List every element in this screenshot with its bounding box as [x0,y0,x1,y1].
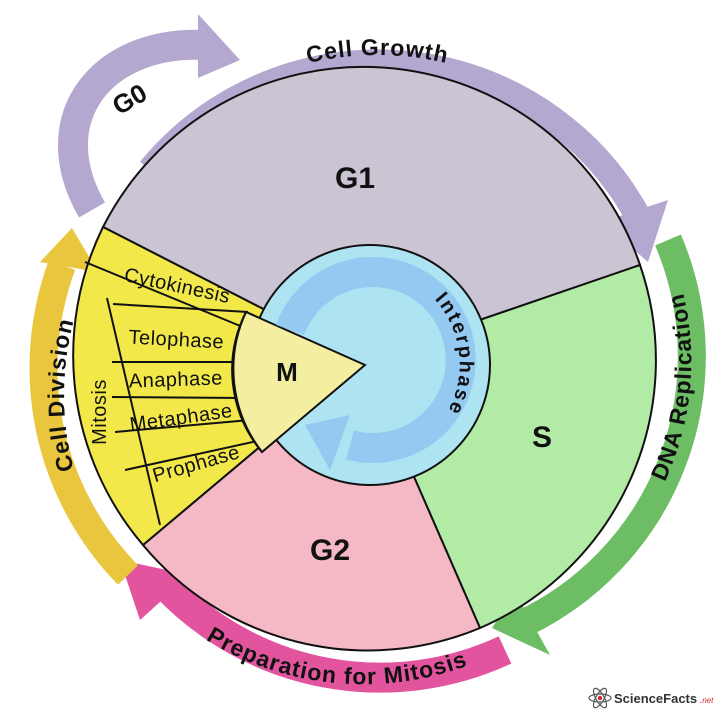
m-wedge-front [232,310,367,454]
g2-label: G2 [310,534,350,567]
sciencefacts-watermark: ScienceFacts .net [588,687,714,709]
m-label: M [276,357,298,387]
atom-logo-icon [588,687,612,709]
watermark-suffix: .net [700,696,714,705]
dna-replication-arrow-band [514,234,706,638]
cell-division-arrow-band [29,260,139,585]
g2-sector [141,358,482,652]
g0-loop-arrow [58,29,206,218]
s-label: S [532,421,552,454]
preparation-arrow-band [154,574,512,693]
stage-label-anaphase: Anaphase [128,367,223,392]
cell-division-arrowhead [40,228,98,272]
watermark-name: ScienceFacts [614,691,697,706]
mitosis-label: Mitosis [89,379,111,445]
stage-label-telophase: Telophase [128,327,225,354]
mitosis-stage-dividers [84,261,263,526]
cell-growth-arrowhead [602,200,668,262]
cell-division-label: Cell Division [43,315,79,474]
interphase-swirl-arrowhead [305,415,350,470]
g1-label: G1 [335,162,375,195]
g0-loop-arrowhead [198,14,240,78]
g1-sector [101,65,642,362]
interphase-swirl-arrow [275,257,476,463]
